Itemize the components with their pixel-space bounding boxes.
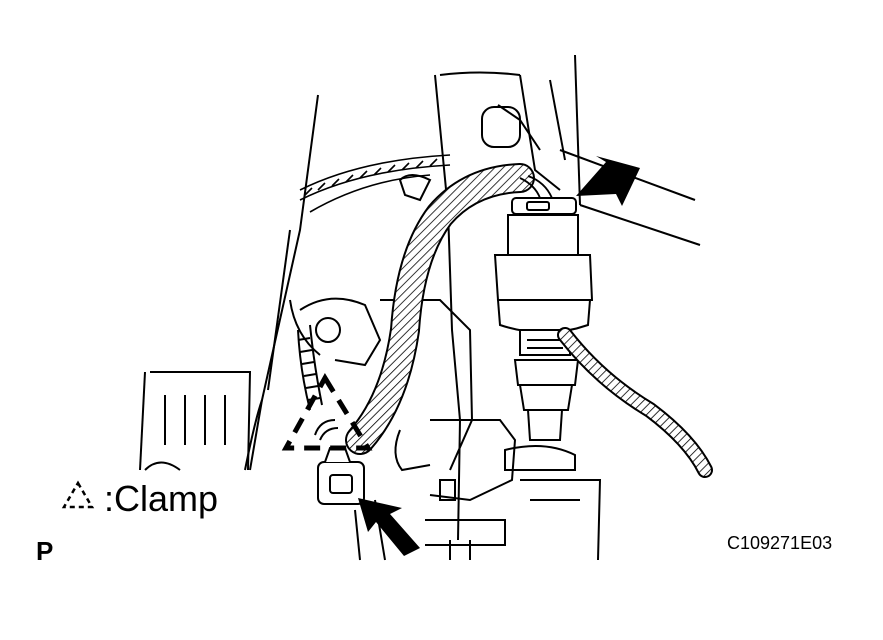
support-strap	[299, 154, 451, 213]
dashed-triangle-clamp-icon	[60, 499, 100, 500]
figure-code: C109271E03	[727, 533, 833, 553]
wire-harness-left-branch	[297, 324, 323, 411]
stop-lamp-switch	[493, 197, 594, 471]
legend: :Clamp	[60, 478, 218, 520]
lower-connector	[317, 447, 365, 505]
pedal-bracket	[139, 94, 319, 471]
steering-support-column	[398, 54, 701, 541]
legend-label: :Clamp	[104, 478, 219, 519]
arrow-to-switch-connector-icon	[576, 156, 640, 206]
view-letter: P	[36, 536, 54, 566]
arrow-to-lower-connector-icon	[358, 498, 420, 556]
clamp-marker-triangle	[281, 373, 373, 451]
clamp-circle-detail	[314, 419, 339, 441]
switch-connector-wires	[519, 175, 553, 199]
legend-clamp-symbol	[61, 480, 95, 509]
